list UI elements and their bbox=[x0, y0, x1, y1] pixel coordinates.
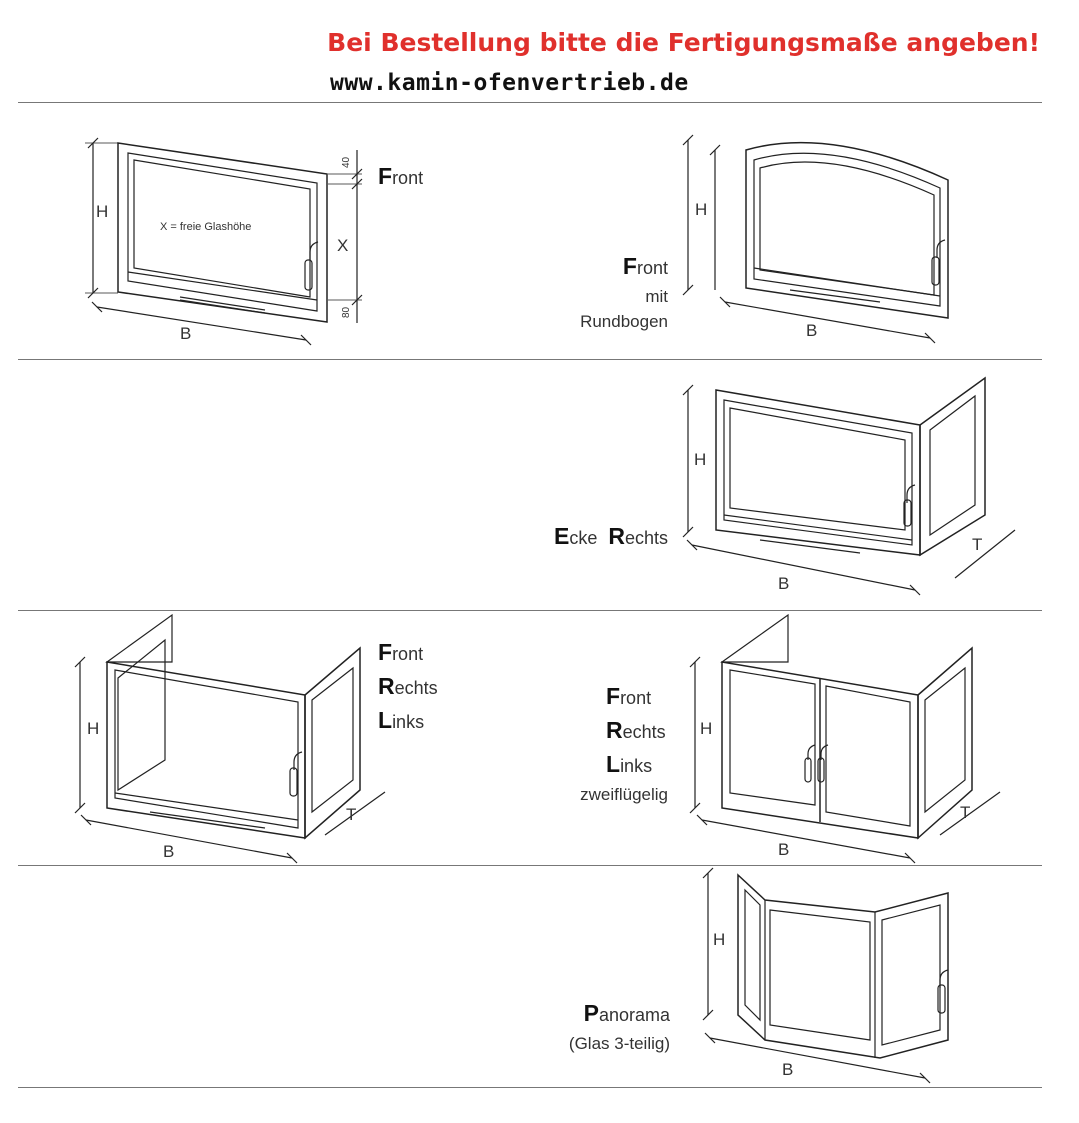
label-panorama: Panorama (Glas 3-teilig) bbox=[568, 1000, 670, 1053]
dim-height: H bbox=[695, 200, 708, 219]
front-rundbogen-drawing bbox=[682, 134, 949, 344]
dim-depth: T bbox=[960, 803, 971, 822]
label-ecke-rechts: Ecke Rechts bbox=[553, 523, 668, 549]
dim-height: H bbox=[87, 719, 100, 738]
dim-top-margin: 40 bbox=[341, 156, 352, 168]
dim-width: B bbox=[782, 1060, 794, 1079]
order-notice: Bei Bestellung bitte die Fertigungsmaße … bbox=[327, 28, 1040, 57]
panorama-drawing bbox=[702, 867, 949, 1084]
dim-width: B bbox=[180, 324, 192, 343]
dim-height: H bbox=[713, 930, 726, 949]
front-door-drawing bbox=[85, 137, 363, 346]
divider bbox=[18, 610, 1042, 611]
frl-zweifluegelig-drawing bbox=[689, 613, 1001, 864]
label-front: Front bbox=[378, 163, 424, 189]
divider bbox=[18, 865, 1042, 866]
dim-width: B bbox=[778, 574, 790, 593]
dim-width: B bbox=[163, 842, 175, 861]
label-frl-zweifluegelig: Front Rechts Links zweiflügelig bbox=[580, 683, 668, 804]
divider bbox=[18, 1087, 1042, 1088]
dim-width: B bbox=[778, 840, 790, 859]
glass-note: X = freie Glashöhe bbox=[160, 221, 252, 233]
divider bbox=[18, 359, 1042, 360]
dim-height: H bbox=[694, 450, 707, 469]
dim-glass: X bbox=[337, 236, 349, 255]
dim-bottom-margin: 80 bbox=[341, 306, 352, 318]
website-link[interactable]: www.kamin-ofenvertrieb.de bbox=[330, 70, 689, 96]
ecke-rechts-drawing bbox=[682, 376, 1016, 596]
dim-depth: T bbox=[972, 535, 983, 554]
divider bbox=[18, 102, 1042, 103]
dim-height: H bbox=[96, 202, 109, 221]
label-front-rundbogen: Front mit Rundbogen bbox=[580, 253, 668, 331]
front-rechts-links-drawing bbox=[74, 613, 386, 864]
dim-width: B bbox=[806, 321, 818, 340]
dim-height: H bbox=[700, 719, 713, 738]
dim-depth: T bbox=[346, 805, 357, 824]
label-front-rechts-links: Front Rechts Links bbox=[378, 639, 438, 733]
